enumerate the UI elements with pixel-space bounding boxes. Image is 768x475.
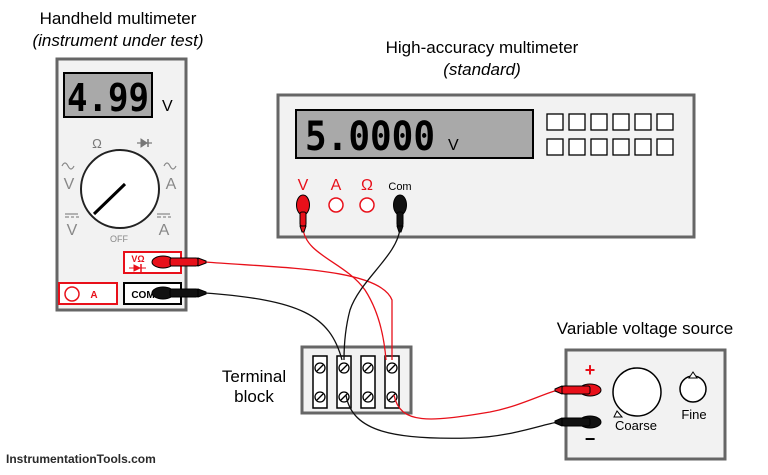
keypad-button[interactable] <box>612 113 630 131</box>
coarse-pointer-icon <box>613 410 624 418</box>
keypad-button[interactable] <box>656 113 674 131</box>
black-wire-source <box>345 394 559 439</box>
handheld-subtitle: (instrument under test) <box>32 31 203 50</box>
standard-unit: V <box>448 137 459 154</box>
source-title: Variable voltage source <box>557 319 733 338</box>
keypad-button[interactable] <box>568 113 586 131</box>
source-plus-label: + <box>585 360 596 380</box>
wires <box>204 227 559 439</box>
handheld-unit: V <box>162 98 173 115</box>
source-minus-label: − <box>585 429 596 449</box>
standard-reading: 5.0000 <box>305 114 435 160</box>
jack-vohm-label: VΩ <box>131 254 144 264</box>
keypad-button[interactable] <box>590 138 608 156</box>
black-wire-standard <box>343 227 401 361</box>
dial-adc-label: A <box>159 222 170 239</box>
standard-red-probe[interactable] <box>296 194 310 233</box>
diode-icon <box>137 138 152 148</box>
black-wire-handheld <box>204 292 343 361</box>
fine-label: Fine <box>681 407 706 422</box>
jack-a-label: A <box>90 290 97 301</box>
fine-pointer-icon <box>688 371 698 379</box>
handheld-multimeter: 4.99 V Ω V A V A OFF VΩ <box>55 57 188 312</box>
dial-vdc-label: V <box>67 222 78 239</box>
std-jack-ohm[interactable] <box>359 197 375 213</box>
voltage-source: + − Coarse Fine <box>564 348 727 461</box>
dial-pointer <box>92 182 127 216</box>
jack-com-label: COM <box>131 290 154 301</box>
dc-bar-icon <box>65 213 171 218</box>
keypad-button[interactable] <box>546 113 564 131</box>
fine-knob[interactable] <box>679 375 707 403</box>
handheld-display <box>63 72 153 118</box>
std-jack-com-label: Com <box>388 181 411 193</box>
coarse-label: Coarse <box>615 418 657 433</box>
red-wire-source <box>393 389 559 420</box>
handheld-black-probe[interactable] <box>151 286 207 300</box>
watermark: InstrumentationTools.com <box>6 452 156 466</box>
keypad-button[interactable] <box>634 113 652 131</box>
keypad-button[interactable] <box>546 138 564 156</box>
dial-off-label: OFF <box>110 234 128 244</box>
standard-subtitle: (standard) <box>443 60 520 79</box>
jack-diode-icon <box>129 264 146 272</box>
red-wire-standard <box>302 227 387 361</box>
ac-wave-icon <box>61 162 177 170</box>
std-jack-v-label: V <box>298 177 309 194</box>
coarse-knob[interactable] <box>612 367 662 417</box>
keypad-button[interactable] <box>568 138 586 156</box>
std-jack-a[interactable] <box>328 197 344 213</box>
source-red-probe[interactable] <box>554 383 602 397</box>
keypad-button[interactable] <box>656 138 674 156</box>
std-jack-ohm-label: Ω <box>361 177 373 194</box>
terminal-block <box>300 345 413 415</box>
dial-aac-label: A <box>166 176 177 193</box>
standard-multimeter: 5.0000 V V A Ω Com <box>276 93 696 239</box>
standard-black-probe[interactable] <box>393 194 407 233</box>
keypad-button[interactable] <box>612 138 630 156</box>
keypad-button[interactable] <box>590 113 608 131</box>
jack-a-box <box>58 282 118 305</box>
red-wire-handheld <box>204 261 393 360</box>
dial-vac-label: V <box>64 176 75 193</box>
jack-a[interactable] <box>64 286 80 302</box>
source-black-probe[interactable] <box>554 415 602 429</box>
std-jack-a-label: A <box>331 177 342 194</box>
handheld-red-probe[interactable] <box>151 255 207 269</box>
standard-keypad <box>546 113 674 156</box>
keypad-button[interactable] <box>634 138 652 156</box>
standard-title: High-accuracy multimeter <box>386 38 579 57</box>
dial-ohm-label: Ω <box>92 136 102 151</box>
standard-display <box>295 109 534 159</box>
handheld-reading: 4.99 <box>67 76 149 120</box>
terminal-label-line1: Terminal <box>222 367 286 386</box>
terminal-label-line2: block <box>234 387 274 406</box>
handheld-title: Handheld multimeter <box>40 9 197 28</box>
